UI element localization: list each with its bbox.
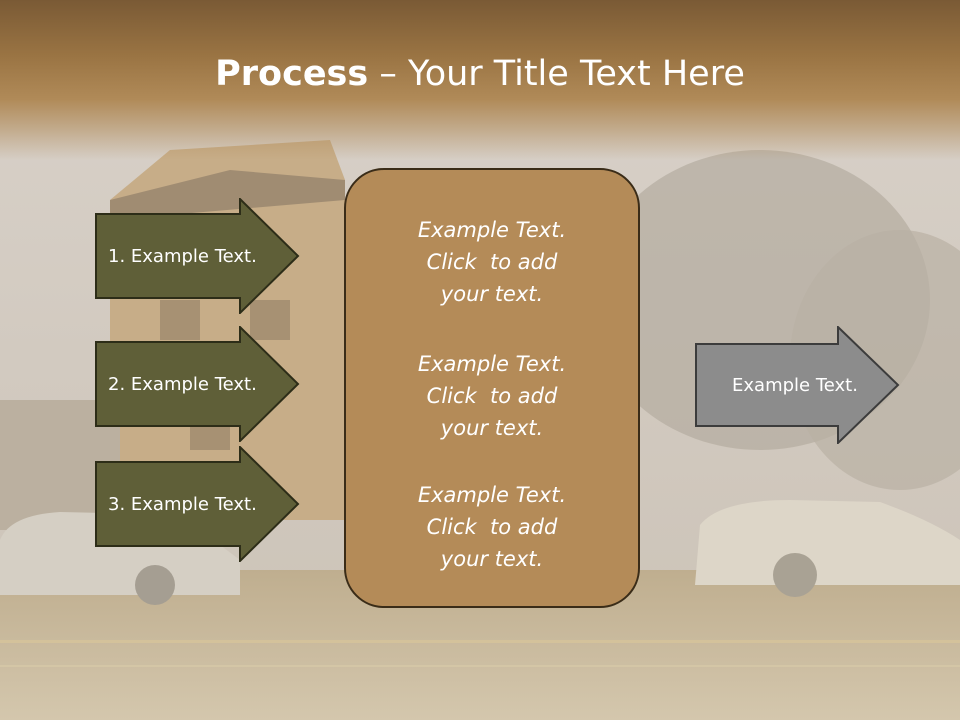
center-text-line: Example Text. — [417, 218, 567, 242]
page-title[interactable]: Process – Your Title Text Here — [0, 52, 960, 96]
center-text-line: your text. — [440, 547, 544, 571]
center-text-block-2: Example Text. Click to add your text. — [346, 348, 638, 444]
left-arrow-1[interactable]: 1. Example Text. — [95, 198, 300, 314]
title-bold: Process — [215, 54, 369, 94]
title-rest: – Your Title Text Here — [368, 54, 745, 94]
center-text-block-3: Example Text. Click to add your text. — [346, 479, 638, 575]
center-text-block-1: Example Text. Click to add your text. — [346, 214, 638, 310]
right-arrow-label: Example Text. — [732, 374, 858, 396]
center-text-line: Click to add — [426, 515, 558, 539]
center-text-line: Click to add — [426, 250, 558, 274]
center-text-line: Example Text. — [417, 352, 567, 376]
right-arrow[interactable]: Example Text. — [695, 326, 900, 444]
left-arrow-2-label: 2. Example Text. — [108, 373, 257, 395]
center-text-line: Click to add — [426, 384, 558, 408]
center-text-line: Example Text. — [417, 483, 567, 507]
left-arrow-1-label: 1. Example Text. — [108, 245, 257, 267]
center-text-line: your text. — [440, 416, 544, 440]
left-arrow-3[interactable]: 3. Example Text. — [95, 446, 300, 562]
center-text-box[interactable]: Example Text. Click to add your text. Ex… — [344, 168, 640, 608]
left-arrow-3-label: 3. Example Text. — [108, 493, 257, 515]
center-text-line: your text. — [440, 282, 544, 306]
title-band — [0, 0, 960, 160]
left-arrow-2[interactable]: 2. Example Text. — [95, 326, 300, 442]
